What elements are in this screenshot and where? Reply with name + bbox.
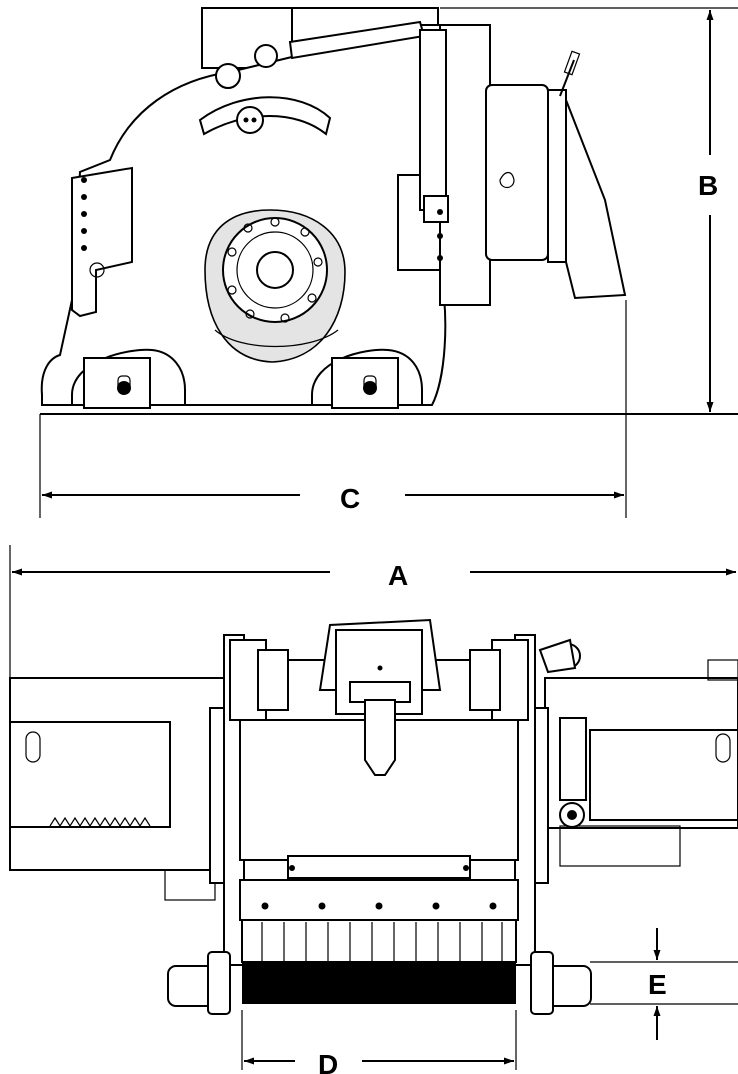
dimension-b-label: B <box>698 170 718 201</box>
side-view: B C <box>39 7 738 518</box>
dimension-d-label: D <box>318 1049 338 1074</box>
top-view: A <box>9 545 738 1074</box>
dimension-c-label: C <box>340 483 360 514</box>
dimension-e-label: E <box>648 969 667 1000</box>
dimension-a-label: A <box>388 560 408 591</box>
